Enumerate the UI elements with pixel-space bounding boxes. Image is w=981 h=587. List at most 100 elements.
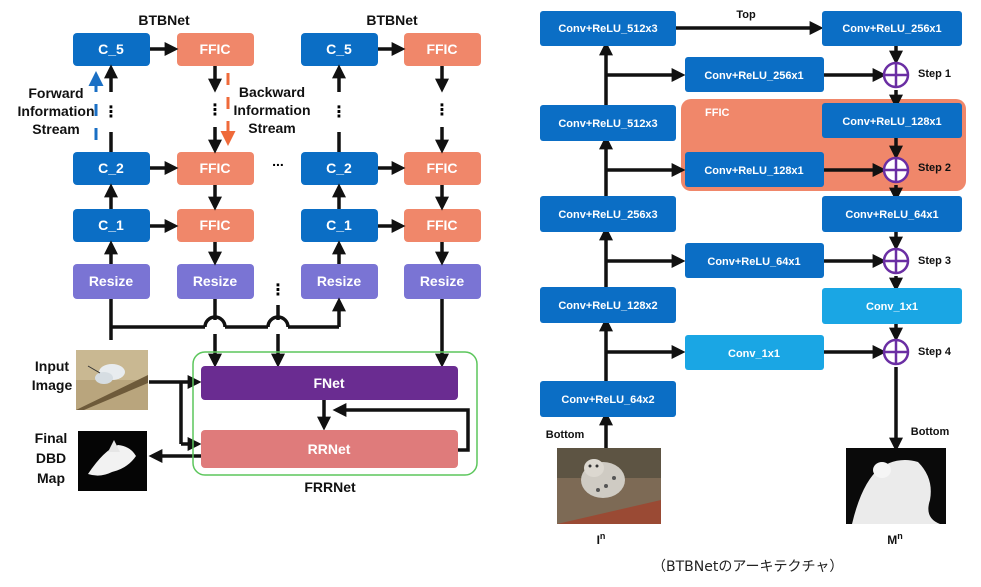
input-distribution-wires <box>109 297 470 463</box>
col2-vdots: ⋮ <box>207 102 223 119</box>
ffic-region-label: FFIC <box>705 107 729 119</box>
col1-c1-label: C_1 <box>98 217 124 233</box>
forward-label-1: Forward <box>28 85 83 101</box>
final-dbd-map-image <box>78 431 147 491</box>
dec-label-1: Conv+ReLU_256x1 <box>842 23 941 35</box>
enc-label-2: Conv+ReLU_512x3 <box>558 118 657 130</box>
enc-label-5: Conv+ReLU_64x2 <box>561 394 654 406</box>
col1-c2-label: C_2 <box>98 160 124 176</box>
lat-box-4: Conv_1x1 <box>685 335 824 370</box>
lat-label-1: Conv+ReLU_256x1 <box>704 70 803 82</box>
col4-ffic-box-low: FFIC <box>404 209 481 242</box>
right-diagram: FFIC <box>540 9 966 547</box>
backward-label-1: Backward <box>239 84 305 100</box>
lat-label-4: Conv_1x1 <box>728 348 780 360</box>
mn-label: Mn <box>887 531 903 547</box>
right-wires <box>599 21 903 452</box>
col2-ffic-label-low: FFIC <box>199 217 230 233</box>
col4-ffic-label-mid: FFIC <box>426 160 457 176</box>
fnet-box: FNet <box>201 366 458 400</box>
forward-label-3: Stream <box>32 121 79 137</box>
btbnet-title-1: BTBNet <box>138 12 190 28</box>
enc-box-3: Conv+ReLU_256x3 <box>540 196 676 232</box>
dec-label-3: Conv+ReLU_64x1 <box>845 209 938 221</box>
col3-resize-label: Resize <box>317 273 362 289</box>
enc-label-4: Conv+ReLU_128x2 <box>558 300 657 312</box>
step-label-3: Step 3 <box>918 255 951 267</box>
frrnet-label: FRRNet <box>304 479 356 495</box>
plus-icon-step1 <box>882 61 910 89</box>
step-label-2: Step 2 <box>918 162 951 174</box>
step-label-4: Step 4 <box>918 346 952 358</box>
dec-box-2: Conv+ReLU_128x1 <box>822 103 962 138</box>
lat-label-2: Conv+ReLU_128x1 <box>704 165 803 177</box>
col1-c5-box: C_5 <box>73 33 150 66</box>
column-arrows <box>104 42 449 266</box>
dec-label-2: Conv+ReLU_128x1 <box>842 116 941 128</box>
final-map-label-1: Final <box>35 430 68 446</box>
col4-ffic-label-low: FFIC <box>426 217 457 233</box>
col3-c2-label: C_2 <box>326 160 352 176</box>
left-diagram: BTBNet BTBNet C_5 C_2 C_1 Resize FFIC FF… <box>18 12 481 495</box>
btbnet-title-2: BTBNet <box>366 12 418 28</box>
col3-resize-box: Resize <box>301 264 378 299</box>
enc-label-3: Conv+ReLU_256x3 <box>558 209 657 221</box>
bottom-right-label: Bottom <box>911 426 950 438</box>
col2-ffic-box-mid: FFIC <box>177 152 254 185</box>
col2-resize-label: Resize <box>193 273 238 289</box>
col3-c5-box: C_5 <box>301 33 378 66</box>
col1-resize-box: Resize <box>73 264 150 299</box>
input-image-label-1: Input <box>35 358 70 374</box>
rrnet-box: RRNet <box>201 430 458 468</box>
col1-resize-label: Resize <box>89 273 134 289</box>
col3-c5-label: C_5 <box>326 41 352 57</box>
input-image <box>76 350 148 410</box>
backward-label-2: Information <box>234 102 311 118</box>
col3-vdots: ⋮ <box>331 104 347 121</box>
col4-ffic-box-top: FFIC <box>404 33 481 66</box>
figure-caption: （BTBNetのアーキテクチャ） <box>652 559 844 575</box>
col4-vdots: ⋮ <box>434 102 450 119</box>
forward-label-2: Information <box>18 103 95 119</box>
output-map-mn <box>846 448 946 524</box>
plus-icon-step4 <box>882 338 910 366</box>
step-label-1: Step 1 <box>918 68 951 80</box>
col4-ffic-box-mid: FFIC <box>404 152 481 185</box>
in-label: In <box>597 531 606 547</box>
col1-c1-box: C_1 <box>73 209 150 242</box>
mid-hdots: ... <box>272 153 284 169</box>
rrnet-label: RRNet <box>308 441 351 457</box>
lat-box-1: Conv+ReLU_256x1 <box>685 57 824 92</box>
enc-box-1: Conv+ReLU_512x3 <box>540 11 676 46</box>
col1-c2-box: C_2 <box>73 152 150 185</box>
dec-box-3: Conv+ReLU_64x1 <box>822 196 962 232</box>
frrnet-container <box>192 351 478 476</box>
col4-resize-box: Resize <box>404 264 481 299</box>
col3-c2-box: C_2 <box>301 152 378 185</box>
enc-label-1: Conv+ReLU_512x3 <box>558 23 657 35</box>
col4-ffic-label-top: FFIC <box>426 41 457 57</box>
col4-resize-label: Resize <box>420 273 465 289</box>
dec-label-4: Conv_1x1 <box>866 301 918 313</box>
backward-label-3: Stream <box>248 120 295 136</box>
lat-box-3: Conv+ReLU_64x1 <box>685 243 824 278</box>
col3-c1-label: C_1 <box>326 217 352 233</box>
bottom-left-label: Bottom <box>546 429 585 441</box>
col2-ffic-box-top: FFIC <box>177 33 254 66</box>
enc-box-5: Conv+ReLU_64x2 <box>540 381 676 417</box>
lat-label-3: Conv+ReLU_64x1 <box>707 256 800 268</box>
dec-box-4: Conv_1x1 <box>822 288 962 324</box>
top-label: Top <box>736 9 756 21</box>
col3-c1-box: C_1 <box>301 209 378 242</box>
mid-vdots: ⋮ <box>270 282 286 299</box>
plus-icon-step2 <box>882 156 910 184</box>
lat-box-2: Conv+ReLU_128x1 <box>685 152 824 187</box>
final-map-label-3: Map <box>37 470 65 486</box>
col1-c5-label: C_5 <box>98 41 124 57</box>
col2-ffic-label-mid: FFIC <box>199 160 230 176</box>
col1-vdots: ⋮ <box>103 104 119 121</box>
input-image-label-2: Image <box>32 377 73 393</box>
col2-ffic-box-low: FFIC <box>177 209 254 242</box>
